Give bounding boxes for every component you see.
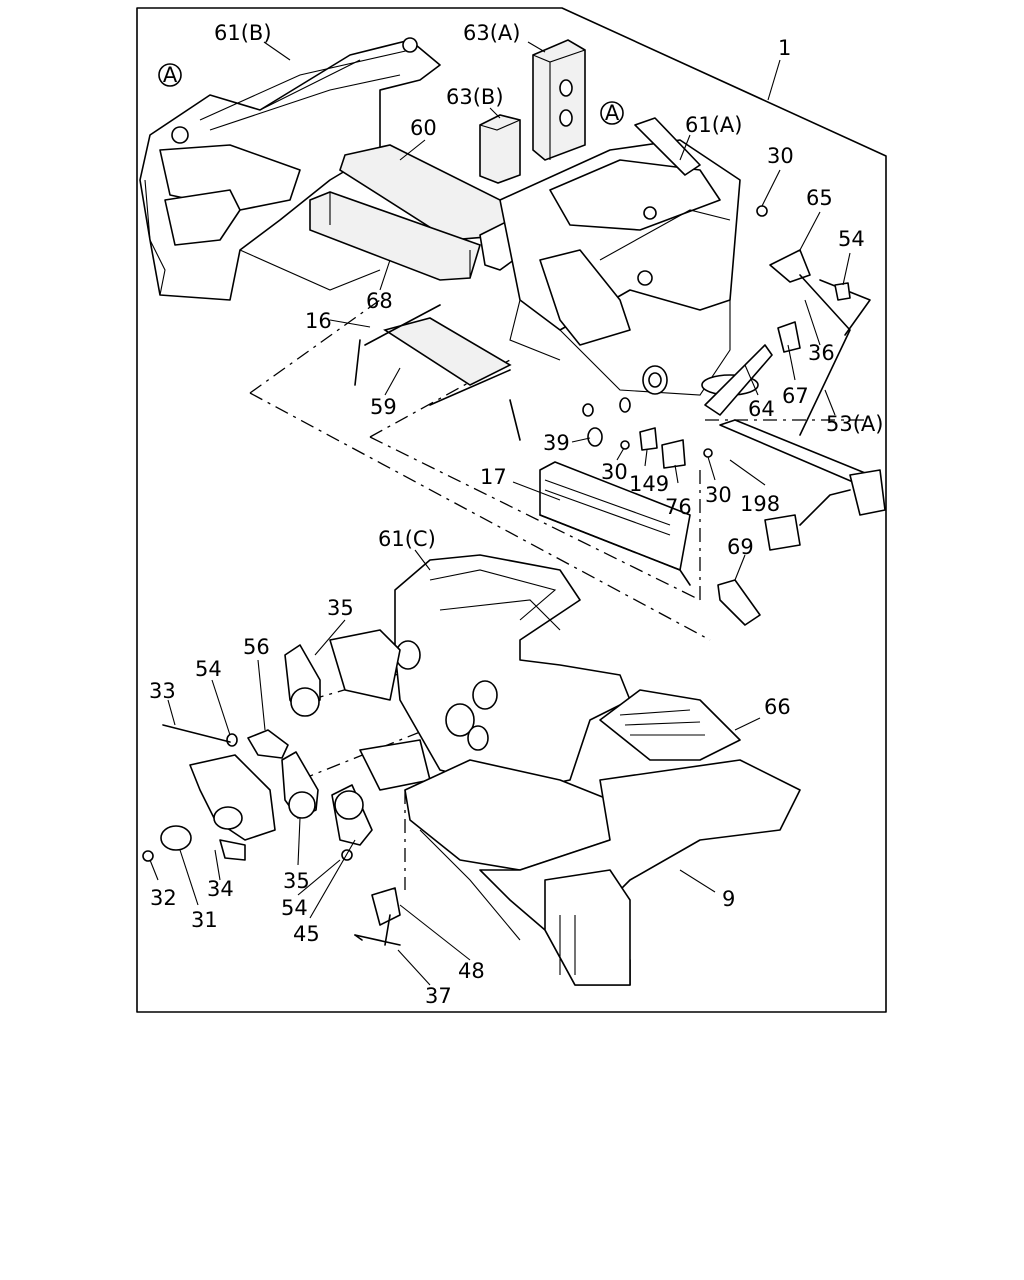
callout-64: 64 <box>748 397 775 421</box>
callout-68: 68 <box>366 289 393 313</box>
callout-16: 16 <box>305 309 332 333</box>
callout-31: 31 <box>191 908 218 932</box>
leader-lines <box>149 41 851 986</box>
callout-198: 198 <box>740 492 780 516</box>
callout-61b: 61(B) <box>214 21 272 45</box>
callout-63b: 63(B) <box>446 85 504 109</box>
circle-mark-a-left <box>158 63 182 87</box>
callout-60: 60 <box>410 116 437 140</box>
callout-1: 1 <box>778 36 791 60</box>
callout-54-upper: 54 <box>838 227 865 251</box>
wiring-harness-198 <box>719 419 886 551</box>
callout-35-upper: 35 <box>327 596 354 620</box>
callout-34: 34 <box>207 877 234 901</box>
callout-9: 9 <box>722 887 735 911</box>
callout-53a: 53(A) <box>826 412 883 436</box>
diagram-frame <box>136 7 887 1013</box>
upper-case-61a <box>499 117 741 396</box>
callout-36: 36 <box>808 341 835 365</box>
callout-37: 37 <box>425 984 452 1008</box>
callout-149: 149 <box>629 472 669 496</box>
callout-labels: 61(B) 63(A) 1 63(B) 60 61(A) 30 65 54 68… <box>149 21 883 1008</box>
callout-30-mid: 30 <box>601 460 628 484</box>
callout-32: 32 <box>150 886 177 910</box>
upper-case-61b <box>139 37 441 301</box>
callout-61a: 61(A) <box>685 113 742 137</box>
callout-30-right: 30 <box>705 483 732 507</box>
lower-case-61c <box>329 554 631 791</box>
circle-mark-group: A A <box>158 63 624 125</box>
callout-56: 56 <box>243 635 270 659</box>
callout-48: 48 <box>458 959 485 983</box>
filter-59-rod-16 <box>354 304 521 441</box>
circle-mark-a-right <box>600 101 624 125</box>
callout-63a: 63(A) <box>463 21 520 45</box>
foam-pads <box>479 39 586 184</box>
callout-45: 45 <box>293 922 320 946</box>
callout-66: 66 <box>764 695 791 719</box>
actuator-links-upper <box>642 205 871 436</box>
callout-59: 59 <box>370 395 397 419</box>
callout-69: 69 <box>727 535 754 559</box>
floor-duct-9 <box>404 759 801 986</box>
callout-17: 17 <box>480 465 507 489</box>
callout-33: 33 <box>149 679 176 703</box>
circle-mark-a-left-text: A <box>163 63 178 87</box>
callout-76: 76 <box>665 495 692 519</box>
callout-35-lower: 35 <box>283 869 310 893</box>
callout-30-top: 30 <box>767 144 794 168</box>
heater-door-17 <box>539 461 691 586</box>
clip-69 <box>717 579 761 626</box>
circle-mark-a-right-text: A <box>605 101 620 125</box>
callout-54-lower: 54 <box>281 896 308 920</box>
actuator-levers-lower <box>142 644 401 946</box>
small-clips-row <box>582 397 713 469</box>
callout-67: 67 <box>782 384 809 408</box>
callout-65: 65 <box>806 186 833 210</box>
callout-54-left: 54 <box>195 657 222 681</box>
outlet-grille-66 <box>599 689 741 761</box>
callout-61c: 61(C) <box>378 527 436 551</box>
callout-39: 39 <box>543 431 570 455</box>
